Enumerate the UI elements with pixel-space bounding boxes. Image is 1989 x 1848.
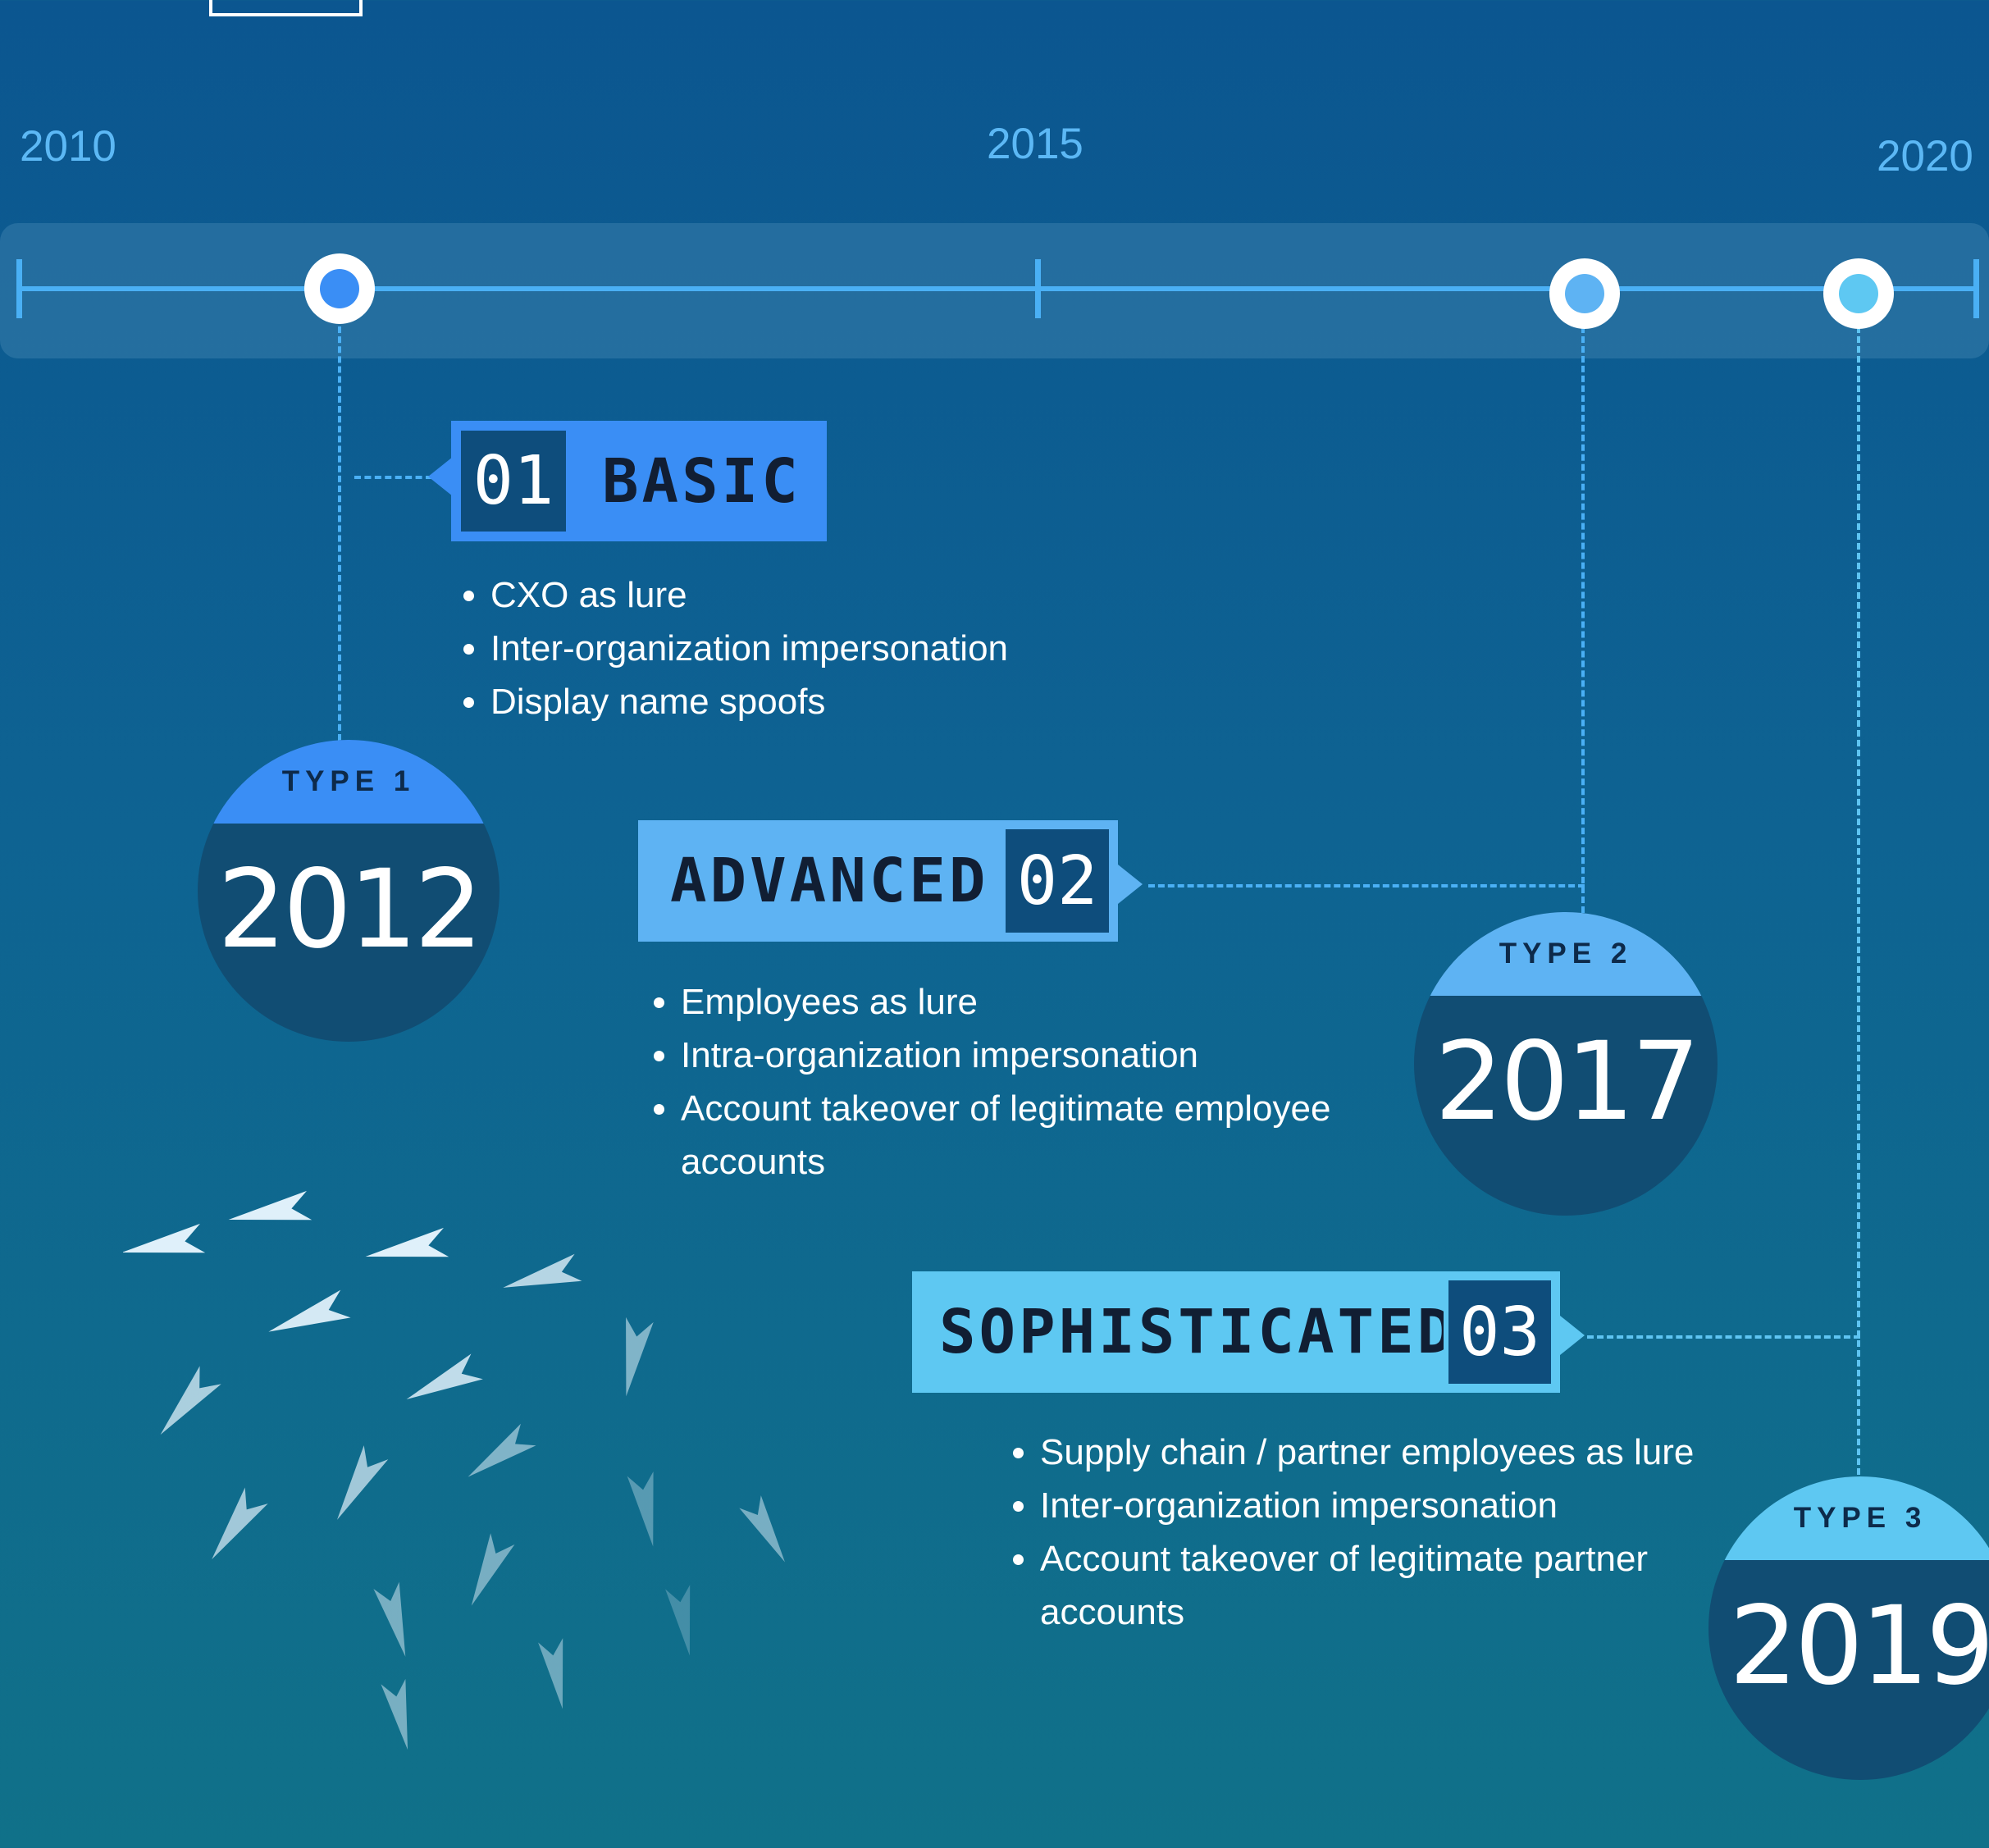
connector-stage2-vertical: [1581, 326, 1585, 913]
stage1-level: BASIC: [602, 445, 801, 517]
stage3-tag: SOPHISTICATED 03: [912, 1271, 1560, 1393]
stage2-number: 02: [1001, 824, 1114, 938]
stage2-bullet: Account takeover of legitimate employee …: [681, 1082, 1337, 1189]
connector-stage3-horizontal: [1587, 1335, 1860, 1339]
timeline-node-2017: [1549, 258, 1620, 329]
arrowhead-icon: [739, 1495, 786, 1563]
connector-stage3-vertical: [1857, 326, 1860, 1475]
node-dot: [1839, 274, 1878, 313]
stage1-number: 01: [456, 426, 571, 536]
arrowhead-icon: [626, 1316, 654, 1397]
stage1-type-label: TYPE 1: [198, 740, 500, 824]
stage1-tag: 01 BASIC: [451, 421, 827, 541]
stage3-type-label: TYPE 3: [1708, 1476, 1989, 1560]
stage1-bullet: Inter-organization impersonation: [490, 622, 1008, 675]
stage1-year: 2012: [217, 846, 483, 973]
arrowhead-flock-icon: [123, 1190, 786, 1750]
arrowhead-icon: [373, 1581, 406, 1657]
year-label-2020: 2020: [1877, 132, 1973, 180]
arrowhead-icon: [468, 1423, 536, 1477]
stage3-level: SOPHISTICATED: [939, 1297, 1458, 1367]
arrowhead-icon: [336, 1445, 389, 1520]
stage1-bullet: CXO as lure: [490, 568, 1008, 622]
timeline-tick-2015: [1035, 259, 1041, 318]
arrowhead-icon: [406, 1353, 483, 1400]
timeline-node-2019: [1823, 258, 1894, 329]
arrowhead-icon: [381, 1678, 408, 1750]
year-label-2015: 2015: [987, 120, 1083, 168]
timeline-axis: [16, 286, 1979, 291]
stage2-year: 2017: [1435, 1019, 1700, 1145]
arrowhead-icon: [212, 1487, 268, 1560]
stage3-number: 03: [1444, 1275, 1556, 1389]
stage3-bullet: Supply chain / partner employees as lure: [1040, 1426, 1713, 1479]
timeline-node-2012: [304, 253, 375, 324]
arrowhead-icon: [160, 1366, 221, 1435]
stage2-year-badge: TYPE 2 2017: [1414, 912, 1718, 1216]
stage1-bullet: Display name spoofs: [490, 675, 1008, 728]
connector-stage1-vertical: [338, 326, 341, 741]
timeline-tick-2020: [1973, 259, 1979, 318]
connector-stage2-horizontal: [1148, 884, 1585, 887]
arrowhead-icon: [228, 1190, 312, 1221]
stage1-tag-pointer: [428, 457, 453, 496]
node-dot: [320, 269, 359, 308]
arrowhead-icon: [123, 1223, 206, 1253]
arrowhead-icon: [627, 1472, 654, 1547]
stage3-year-badge: TYPE 3 2019: [1708, 1476, 1989, 1780]
stage1-year-badge: TYPE 1 2012: [198, 740, 500, 1042]
arrowhead-icon: [665, 1585, 691, 1656]
arrowhead-icon: [365, 1227, 449, 1257]
arrowhead-icon: [471, 1533, 515, 1606]
stage3-tag-pointer: [1560, 1316, 1585, 1355]
stage2-bullet-list: Employees as lure Intra-organization imp…: [641, 975, 1337, 1189]
timeline-tick-2010: [16, 259, 22, 318]
arrowhead-icon: [538, 1638, 563, 1709]
stage2-tag: ADVANCED 02: [638, 820, 1118, 942]
stage2-bullet: Intra-organization impersonation: [681, 1029, 1337, 1082]
arrowhead-icon: [503, 1253, 582, 1288]
node-dot: [1565, 274, 1604, 313]
stage2-bullet: Employees as lure: [681, 975, 1337, 1029]
stage2-tag-pointer: [1118, 865, 1143, 904]
arrowhead-icon: [268, 1289, 351, 1332]
stage2-type-label: TYPE 2: [1414, 912, 1718, 996]
top-frame-decoration: [209, 0, 363, 16]
stage3-bullet: Account takeover of legitimate partner a…: [1040, 1532, 1713, 1639]
stage1-bullet-list: CXO as lure Inter-organization impersona…: [451, 568, 1008, 728]
stage3-bullet: Inter-organization impersonation: [1040, 1479, 1713, 1532]
connector-stage1-horizontal: [354, 476, 432, 479]
stage3-bullet-list: Supply chain / partner employees as lure…: [1001, 1426, 1713, 1639]
stage3-year: 2019: [1729, 1583, 1989, 1709]
year-label-2010: 2010: [20, 122, 116, 171]
stage2-level: ADVANCED: [670, 846, 989, 916]
